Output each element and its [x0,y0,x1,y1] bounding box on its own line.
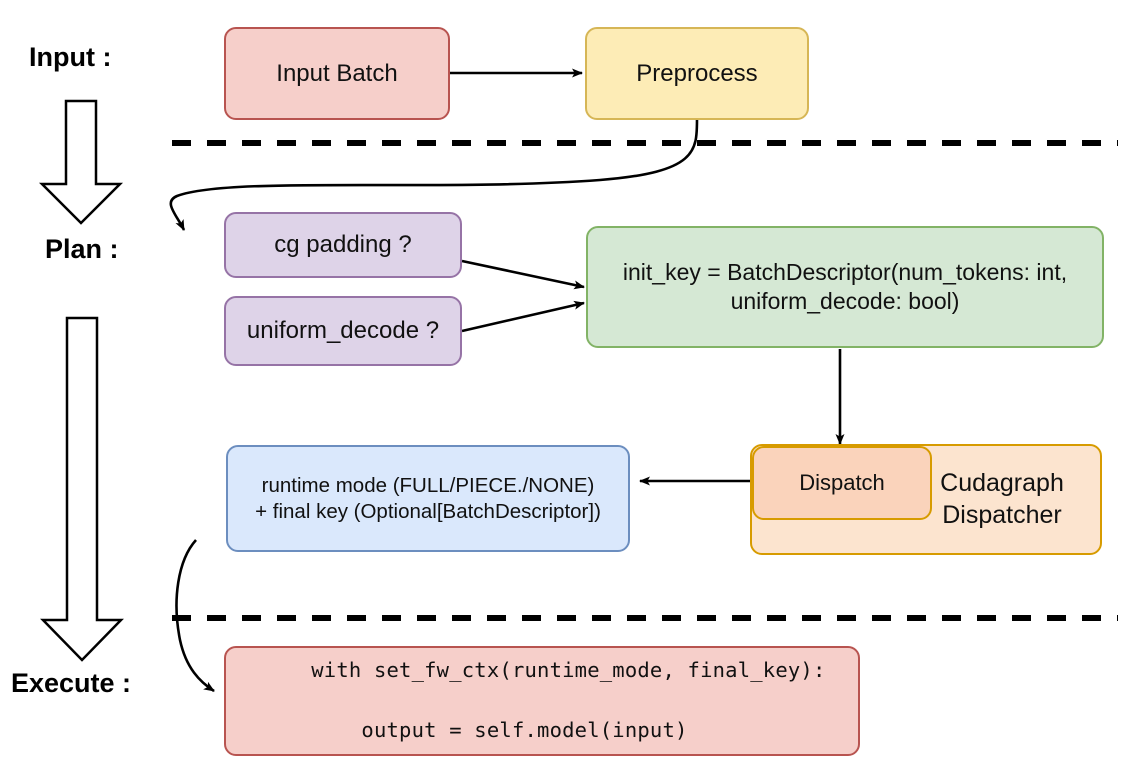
node-preprocess[interactable]: Preprocess [585,27,809,120]
node-execute-code-line2: output = self.model(input) [311,717,688,742]
node-cg-padding-label: cg padding ? [274,231,412,258]
stage-label-execute: Execute : [11,668,132,698]
node-execute-code[interactable]: with set_fw_ctx(runtime_mode, final_key)… [224,646,860,756]
node-preprocess-label: Preprocess [636,59,758,87]
node-input-batch[interactable]: Input Batch [224,27,450,120]
stage-arrow-input-to-plan [38,99,124,225]
stage-label-plan: Plan : [45,234,119,264]
edge-uniform-decode-to-init-key [461,300,585,333]
node-input-batch-label: Input Batch [276,59,398,87]
node-cg-padding[interactable]: cg padding ? [224,212,462,278]
node-init-key-text: init_key = BatchDescriptor(num_tokens: i… [588,258,1102,316]
node-cudagraph-dispatcher-line1: Cudagraph [940,469,1064,498]
edge-preprocess-to-cg-padding [169,114,699,231]
node-init-key-line2: uniform_decode: bool) [730,288,960,314]
edge-runtime-mode-to-execute-code [175,539,215,693]
node-execute-code-line1: with set_fw_ctx(runtime_mode, final_key)… [311,658,826,683]
stage-label-input: Input : [29,42,112,72]
node-dispatch[interactable]: Dispatch [752,446,932,520]
node-runtime-mode-line2: + final key (Optional[BatchDescriptor]) [255,499,601,523]
node-runtime-mode[interactable]: runtime mode (FULL/PIECE./NONE) + final … [226,445,630,552]
node-dispatch-label: Dispatch [799,470,885,496]
edge-cg-padding-to-init-key [461,259,585,290]
node-runtime-mode-line1: runtime mode (FULL/PIECE./NONE) [261,473,595,497]
node-init-key[interactable]: init_key = BatchDescriptor(num_tokens: i… [586,226,1104,348]
node-uniform-decode-label: uniform_decode ? [246,317,440,344]
node-cudagraph-dispatcher-line2: Dispatcher [942,500,1062,529]
node-cudagraph-dispatcher-text: Cudagraph Dispatcher [752,468,1100,531]
node-execute-code-text: with set_fw_ctx(runtime_mode, final_key)… [226,627,858,775]
node-runtime-mode-text: runtime mode (FULL/PIECE./NONE) + final … [228,473,628,524]
node-init-key-line1: init_key = BatchDescriptor(num_tokens: i… [622,259,1068,286]
node-uniform-decode[interactable]: uniform_decode ? [224,296,462,366]
stage-arrow-plan-to-execute [40,316,124,662]
